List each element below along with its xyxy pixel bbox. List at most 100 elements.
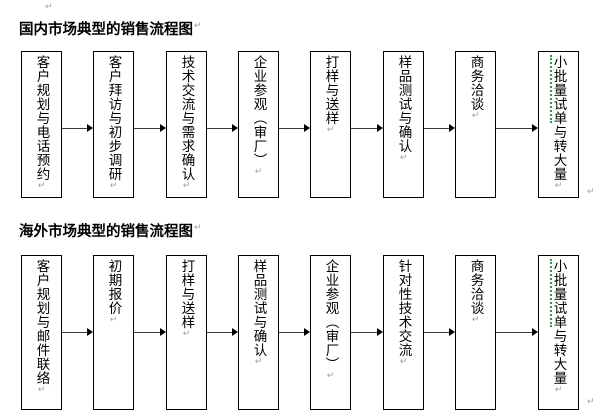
flow-node-overseas-6-textwrap: 针对性技术交流↵ [384, 256, 423, 409]
flow-node-domestic-2[interactable]: 客户拜访与初步调研↵ [93, 51, 134, 198]
flow-node-overseas-1[interactable]: 客户规划与邮件联络↵ [21, 255, 62, 410]
arrow-head-icon [377, 124, 383, 132]
flow-node-domestic-5-label-text: 打样与送样 [322, 55, 339, 125]
flow-node-domestic-6-mark: ↵ [398, 153, 409, 163]
flow-node-overseas-5-label: 企业参观（审厂）↵ [322, 259, 339, 381]
flow-node-overseas-3[interactable]: 打样与送样↵ [166, 255, 207, 410]
flow-node-domestic-1-label-text: 客户规划与电话预约 [33, 55, 50, 181]
flow-connector-overseas-6 [424, 328, 455, 337]
flow-node-overseas-7[interactable]: 商务洽谈↵ [455, 255, 496, 410]
flow-node-overseas-8[interactable]: 小批量试单与转大量↵ [538, 255, 579, 410]
flow-node-domestic-7-label-text: 商务洽谈 [467, 55, 484, 111]
flow-node-domestic-7-label: 商务洽谈↵ [467, 55, 484, 121]
section-heading-domestic: 国内市场典型的销售流程图↵ [19, 18, 202, 39]
arrow-head-icon [87, 124, 93, 132]
flow-node-overseas-7-mark: ↵ [470, 315, 481, 325]
flow-node-overseas-2-mark: ↵ [108, 315, 119, 325]
flow-connector-overseas-5 [351, 328, 383, 337]
flow-node-domestic-5-mark: ↵ [325, 125, 336, 135]
flow-node-overseas-5-mark: ↵ [325, 371, 336, 381]
section-heading-domestic-text: 国内市场典型的销售流程图 [19, 22, 193, 38]
flow-node-overseas-1-label: 客户规划与邮件联络↵ [33, 259, 50, 395]
flow-node-domestic-3-textwrap: 技术交流与需求确认↵ [167, 52, 206, 197]
flow-node-domestic-8-textwrap: 小批量试单与转大量↵ [539, 52, 578, 197]
connector-shaft [279, 128, 304, 129]
flow-node-domestic-7-mark: ↵ [470, 111, 481, 121]
flow-node-overseas-4-mark: ↵ [253, 357, 264, 367]
flow-node-domestic-8[interactable]: 小批量试单与转大量↵ [538, 51, 579, 198]
flow-node-overseas-6-label-text: 针对性技术交流 [395, 259, 412, 357]
arrow-head-icon [449, 328, 455, 336]
flow-node-domestic-6-label: 样品测试与确认↵ [396, 55, 412, 163]
flow-node-overseas-3-label: 打样与送样↵ [178, 259, 195, 339]
flow-connector-domestic-4 [279, 124, 310, 133]
flow-node-overseas-3-textwrap: 打样与送样↵ [167, 256, 206, 409]
connector-shaft [496, 332, 532, 333]
flow-node-overseas-1-textwrap: 客户规划与邮件联络↵ [22, 256, 61, 409]
connector-shaft [207, 128, 232, 129]
flow-connector-overseas-2 [134, 328, 166, 337]
flow-node-overseas-2-textwrap: 初期报价↵ [94, 256, 133, 409]
flow-node-overseas-1-label-text: 客户规划与邮件联络 [33, 259, 50, 385]
flow-node-domestic-3[interactable]: 技术交流与需求确认↵ [166, 51, 207, 198]
flow-node-overseas-4-textwrap: 样品测试与确认↵ [239, 256, 278, 409]
section-heading-overseas: 海外市场典型的销售流程图↵ [19, 220, 202, 241]
flow-node-domestic-4-textwrap: 企业参观（审厂）↵ [239, 52, 278, 197]
arrow-head-icon [160, 328, 166, 336]
connector-shaft [134, 332, 160, 333]
flow-node-domestic-8-label: 小批量试单与转大量↵ [550, 55, 567, 191]
flow-connector-domestic-7 [496, 124, 538, 133]
flow-node-overseas-3-label-text: 打样与送样 [178, 259, 195, 329]
flow-node-overseas-7-textwrap: 商务洽谈↵ [456, 256, 495, 409]
flow-node-overseas-8-textwrap: 小批量试单与转大量↵ [539, 256, 578, 409]
flow-connector-overseas-4 [279, 328, 310, 337]
arrow-head-icon [87, 328, 93, 336]
flow-node-overseas-5-textwrap: 企业参观（审厂）↵ [311, 256, 350, 409]
flow-node-domestic-5[interactable]: 打样与送样↵ [310, 51, 351, 198]
flow-node-overseas-4[interactable]: 样品测试与确认↵ [238, 255, 279, 410]
flow-node-overseas-6[interactable]: 针对性技术交流↵ [383, 255, 424, 410]
flow-node-overseas-7-label: 商务洽谈↵ [467, 259, 484, 325]
flow-connector-domestic-2 [134, 124, 166, 133]
flow-node-domestic-1[interactable]: 客户规划与电话预约↵ [21, 51, 62, 198]
flow-node-domestic-1-mark: ↵ [36, 181, 47, 191]
flow-node-domestic-6[interactable]: 样品测试与确认↵ [383, 51, 424, 198]
flow-node-domestic-3-label-text: 技术交流与需求确认 [178, 55, 195, 181]
flow-node-domestic-8-mark: ↵ [553, 181, 564, 191]
flow-node-domestic-7-textwrap: 商务洽谈↵ [456, 52, 495, 197]
connector-shaft [424, 332, 449, 333]
flow-node-overseas-8-label-text: 小批量试单与转大量 [550, 259, 567, 385]
flow-node-domestic-7[interactable]: 商务洽谈↵ [455, 51, 496, 198]
flow-node-domestic-4-label: 企业参观（审厂）↵ [250, 55, 267, 177]
flow-node-overseas-3-mark: ↵ [181, 329, 192, 339]
flow-node-domestic-4-label-text: 企业参观（审厂） [250, 55, 267, 167]
flow-node-domestic-4-mark: ↵ [253, 167, 264, 177]
flow-node-domestic-2-label: 客户拜访与初步调研↵ [106, 55, 122, 191]
connector-shaft [351, 128, 377, 129]
flow-node-overseas-2-label-text: 初期报价 [105, 259, 122, 315]
flow-node-domestic-5-textwrap: 打样与送样↵ [311, 52, 350, 197]
arrow-head-icon [232, 124, 238, 132]
paragraph-mark-row2-right: ↵ [587, 397, 595, 407]
flow-node-overseas-5[interactable]: 企业参观（审厂）↵ [310, 255, 351, 410]
flow-node-overseas-2[interactable]: 初期报价↵ [93, 255, 134, 410]
flow-node-overseas-1-mark: ↵ [36, 385, 47, 395]
arrow-head-icon [304, 328, 310, 336]
flow-connector-domestic-5 [351, 124, 383, 133]
flow-node-domestic-6-textwrap: 样品测试与确认↵ [384, 52, 423, 197]
flow-connector-overseas-3 [207, 328, 238, 337]
arrow-head-icon [232, 328, 238, 336]
flow-node-overseas-5-label-text: 企业参观（审厂） [322, 259, 339, 371]
flow-connector-domestic-1 [62, 124, 93, 133]
flow-node-overseas-2-label: 初期报价↵ [105, 259, 122, 325]
flow-node-domestic-1-textwrap: 客户规划与电话预约↵ [22, 52, 61, 197]
flow-node-domestic-4[interactable]: 企业参观（审厂）↵ [238, 51, 279, 198]
connector-shaft [62, 128, 87, 129]
flow-node-domestic-3-label: 技术交流与需求确认↵ [178, 55, 195, 191]
flow-node-domestic-8-label-text: 小批量试单与转大量 [550, 55, 567, 181]
connector-shaft [424, 128, 449, 129]
flow-node-overseas-7-label-text: 商务洽谈 [467, 259, 484, 315]
connector-shaft [496, 128, 532, 129]
connector-shaft [279, 332, 304, 333]
